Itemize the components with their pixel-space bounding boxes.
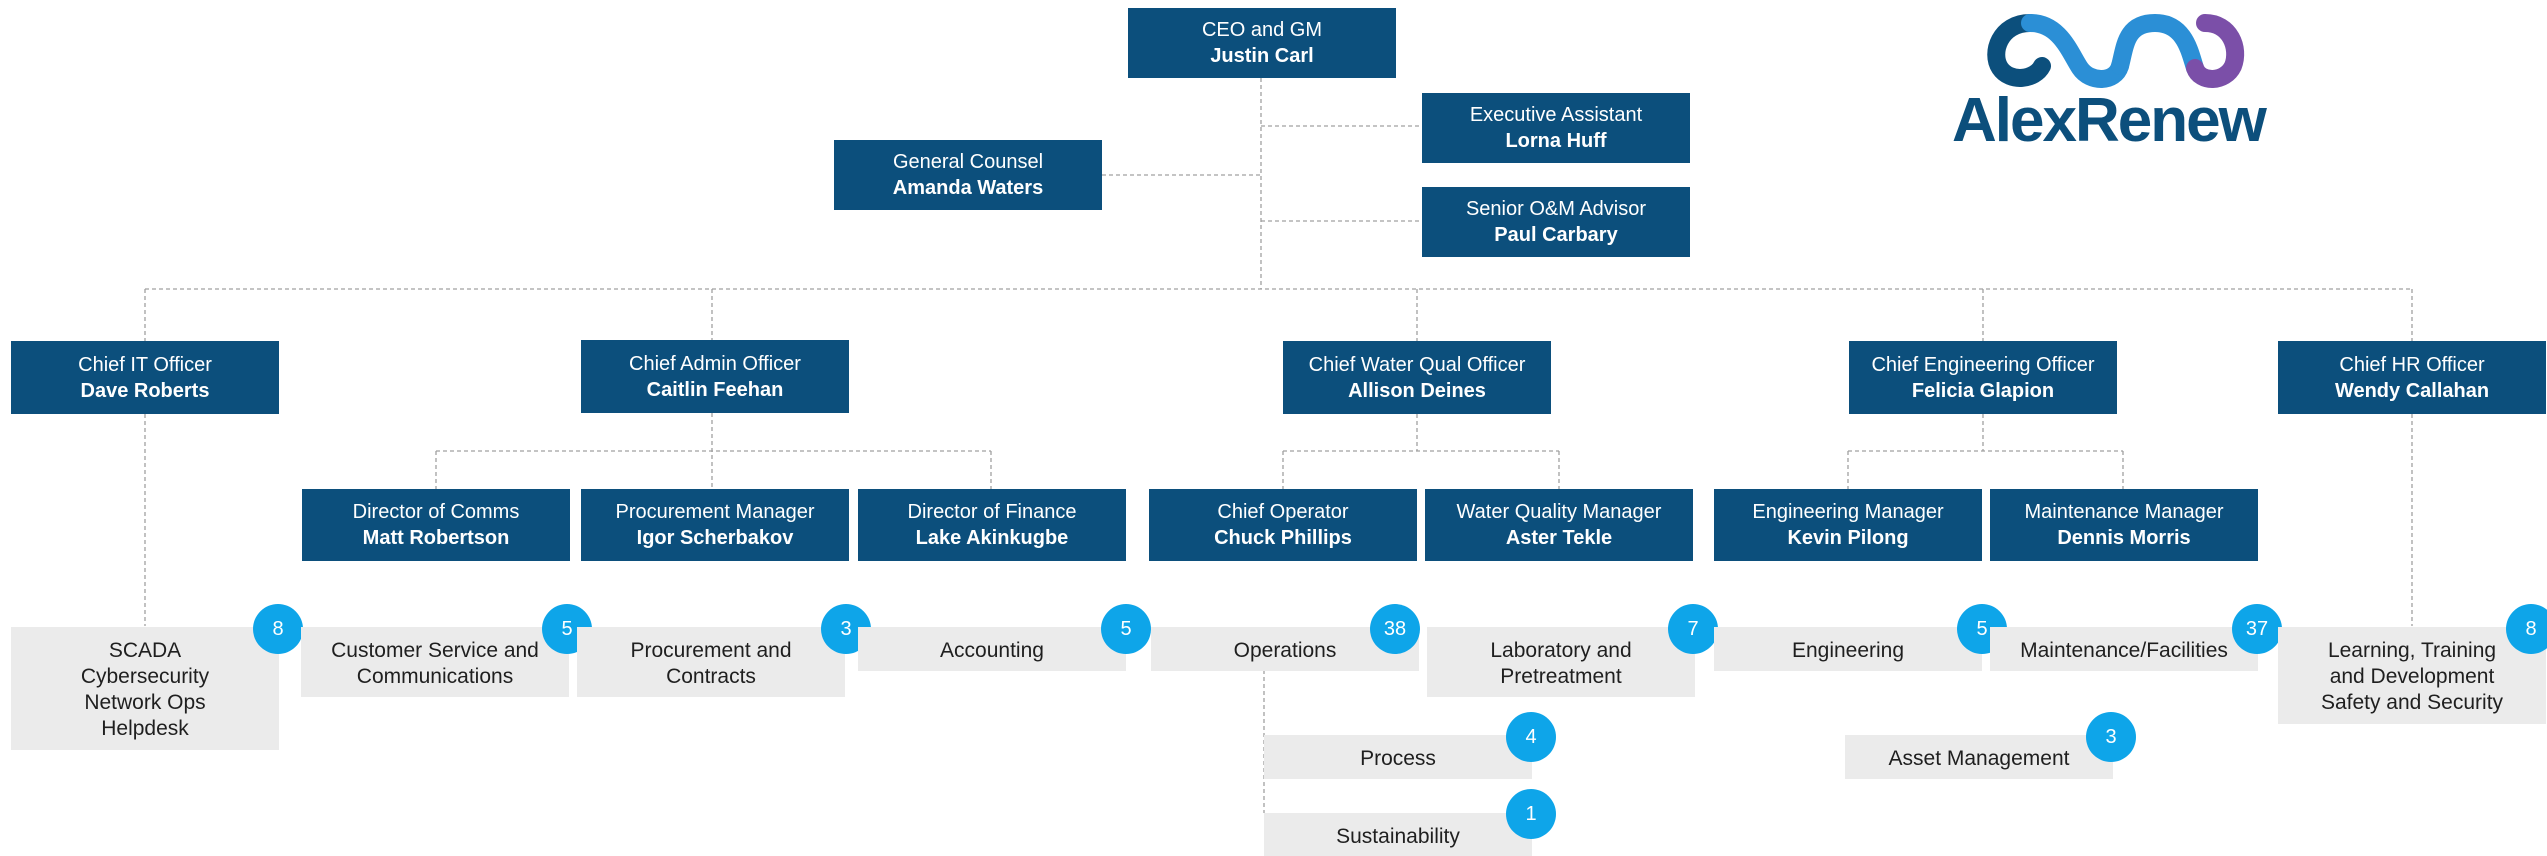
ceo-box: CEO and GM Justin Carl [1128,8,1396,78]
unit-line: Asset Management [1888,747,2070,770]
manager-title: Engineering Manager [1752,501,1944,523]
chief-title: Chief Admin Officer [629,352,801,375]
unit-customer-service: Customer Service and Communications [301,627,569,697]
executive-assistant-title: Executive Assistant [1469,104,1643,126]
headcount-badge: 8 [2506,604,2547,654]
headcount-badge: 4 [1506,712,1556,762]
unit-process: Process [1264,735,1532,779]
unit-line: Process [1360,747,1436,770]
unit-line: Customer Service and [331,639,539,662]
headcount-badge: 3 [2086,712,2136,762]
unit-operations: Operations [1151,627,1419,671]
manager-name: Aster Tekle [1505,527,1613,549]
manager-title: Procurement Manager [615,501,815,523]
unit-line: Pretreatment [1500,665,1622,688]
senior-advisor-name: Paul Carbary [1494,224,1618,246]
unit-learning: Learning, Training and Development Safet… [2278,627,2546,724]
unit-line: Sustainability [1336,825,1460,848]
unit-engineering: Engineering [1714,627,1982,671]
manager-box-maintenance: Maintenance Manager Dennis Morris [1990,489,2258,561]
manager-title: Chief Operator [1217,501,1349,523]
unit-line: Network Ops [84,691,206,714]
general-counsel-box: General Counsel Amanda Waters [834,140,1102,210]
chief-box-engineering: Chief Engineering Officer Felicia Glapio… [1849,341,2117,414]
manager-box-procurement: Procurement Manager Igor Scherbakov [581,489,849,561]
manager-name: Chuck Phillips [1214,527,1352,549]
executive-assistant-box: Executive Assistant Lorna Huff [1422,93,1690,163]
general-counsel-name: Amanda Waters [892,177,1044,199]
unit-line: Communications [356,665,514,688]
manager-name: Lake Akinkugbe [915,527,1069,549]
manager-box-comms: Director of Comms Matt Robertson [302,489,570,561]
ceo-name: Justin Carl [1210,45,1314,67]
chief-name: Dave Roberts [80,379,210,402]
manager-box-chief-operator: Chief Operator Chuck Phillips [1149,489,1417,561]
unit-accounting: Accounting [858,627,1126,671]
unit-line: Contracts [666,665,756,688]
manager-box-finance: Director of Finance Lake Akinkugbe [858,489,1126,561]
headcount-badge: 1 [1506,789,1556,839]
chief-name: Caitlin Feehan [646,378,784,401]
chief-box-hr: Chief HR Officer Wendy Callahan [2278,341,2546,414]
unit-line: Learning, Training [2327,639,2497,662]
headcount-badge: 7 [1668,604,1718,654]
chief-title: Chief Water Qual Officer [1308,353,1526,376]
manager-name: Dennis Morris [2057,527,2191,549]
manager-name: Igor Scherbakov [636,527,794,549]
unit-asset-management: Asset Management [1845,735,2113,779]
unit-line: and Development [2329,665,2495,688]
manager-box-water-quality: Water Quality Manager Aster Tekle [1425,489,1693,561]
interlocking-loops-logo-icon [1987,13,2245,88]
executive-assistant-name: Lorna Huff [1505,130,1607,152]
unit-line: Helpdesk [101,717,189,740]
unit-line: Operations [1233,639,1337,662]
chief-box-admin: Chief Admin Officer Caitlin Feehan [581,340,849,413]
unit-it: SCADA Cybersecurity Network Ops Helpdesk [11,627,279,750]
unit-line: Procurement and [630,639,792,662]
manager-title: Maintenance Manager [2024,501,2224,523]
headcount-badge: 37 [2232,604,2282,654]
chief-title: Chief IT Officer [78,353,212,376]
headcount-badge: 8 [253,604,303,654]
headcount-badge: 5 [1101,604,1151,654]
chief-name: Wendy Callahan [2334,379,2490,402]
manager-name: Kevin Pilong [1787,527,1909,549]
manager-title: Director of Comms [352,501,520,523]
chief-box-it: Chief IT Officer Dave Roberts [11,341,279,414]
unit-line: Laboratory and [1490,639,1632,662]
manager-name: Matt Robertson [362,527,510,549]
manager-title: Water Quality Manager [1456,501,1662,523]
manager-title: Director of Finance [907,501,1077,523]
chief-title: Chief Engineering Officer [1871,353,2095,376]
unit-sustainability: Sustainability [1264,813,1532,856]
chief-name: Felicia Glapion [1911,379,2055,402]
unit-line: SCADA [108,639,182,662]
unit-procurement: Procurement and Contracts [577,627,845,697]
logo-wordmark: AlexRenew [1952,86,2267,155]
chief-name: Allison Deines [1348,379,1486,402]
unit-line: Safety and Security [2320,691,2504,714]
unit-maintenance: Maintenance/Facilities [1990,627,2258,671]
unit-line: Accounting [940,639,1044,662]
unit-line: Maintenance/Facilities [2020,639,2228,662]
headcount-badge: 38 [1370,604,1420,654]
senior-advisor-title: Senior O&M Advisor [1465,198,1647,220]
chief-box-water-quality: Chief Water Qual Officer Allison Deines [1283,341,1551,414]
manager-box-engineering: Engineering Manager Kevin Pilong [1714,489,1982,561]
unit-laboratory: Laboratory and Pretreatment [1427,627,1695,697]
senior-advisor-box: Senior O&M Advisor Paul Carbary [1422,187,1690,257]
ceo-title: CEO and GM [1201,19,1323,41]
chief-title: Chief HR Officer [2339,353,2485,376]
unit-line: Engineering [1791,639,1905,662]
general-counsel-title: General Counsel [892,151,1044,173]
unit-line: Cybersecurity [80,665,210,688]
